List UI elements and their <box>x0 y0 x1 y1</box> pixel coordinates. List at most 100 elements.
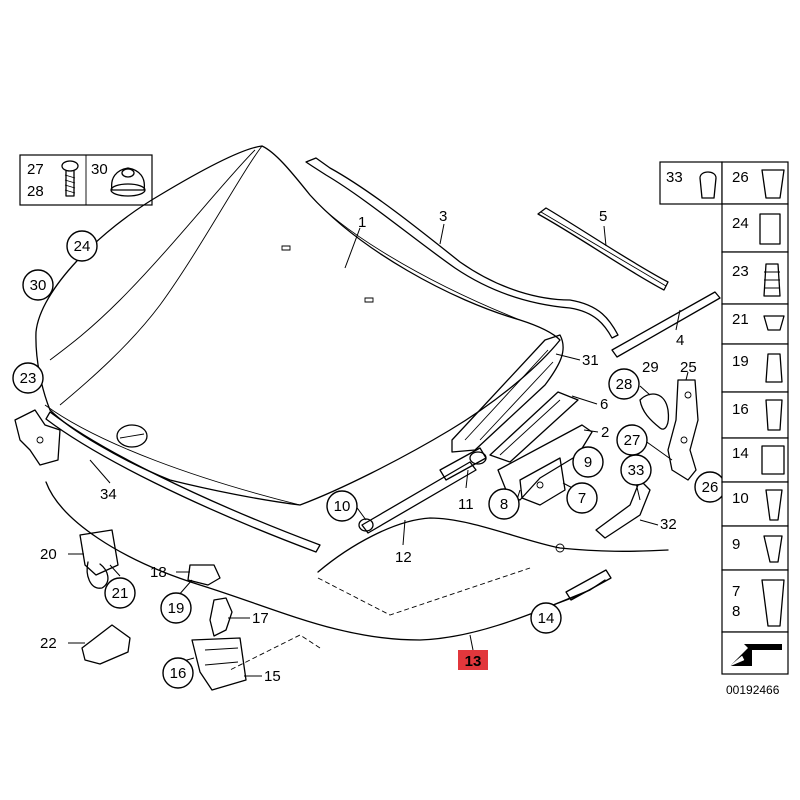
legend-label-23: 23 <box>732 263 749 280</box>
legend-label-8: 8 <box>732 603 740 620</box>
svg-text:27: 27 <box>624 432 641 449</box>
svg-text:9: 9 <box>584 454 592 471</box>
label-31: 31 <box>582 352 599 369</box>
svg-text:28: 28 <box>616 376 633 393</box>
svg-text:14: 14 <box>538 610 555 627</box>
clip-nut-icon <box>761 445 785 475</box>
rubber-buffer-icon <box>110 167 146 197</box>
diagram-number: 00192466 <box>726 683 780 697</box>
seal-strip-5 <box>537 207 669 291</box>
svg-text:10: 10 <box>334 498 351 515</box>
latch-15-16 <box>191 637 247 691</box>
expanding-rivet-icon <box>763 263 781 297</box>
svg-text:30: 30 <box>30 277 47 294</box>
label-17: 17 <box>252 610 269 627</box>
label-12: 12 <box>395 549 412 566</box>
legend-column-right: 33 26 24 23 21 19 16 14 10 <box>659 161 789 675</box>
push-rivet-icon <box>765 353 783 383</box>
label-1: 1 <box>358 214 366 231</box>
bmw-emblem-icon <box>116 424 148 448</box>
callout-7: 7 <box>566 482 598 514</box>
hood-seal-3 <box>305 157 619 339</box>
screw-icon <box>61 160 79 197</box>
legend-label-33: 33 <box>666 169 683 186</box>
screw-head-icon <box>763 315 785 331</box>
clip-18 <box>187 564 221 586</box>
latch-bracket-left <box>14 409 61 466</box>
label-3: 3 <box>439 208 447 225</box>
label-15: 15 <box>264 668 281 685</box>
svg-text:19: 19 <box>168 600 185 617</box>
stud-icon <box>765 489 783 521</box>
legend-label-14: 14 <box>732 445 749 462</box>
nut-clip-icon <box>761 169 785 199</box>
cover-31 <box>451 334 564 453</box>
legend-label-21: 21 <box>732 311 749 328</box>
hex-screw-icon <box>761 579 785 627</box>
svg-text:7: 7 <box>578 490 586 507</box>
callout-21: 21 <box>104 577 136 609</box>
label-25: 25 <box>680 359 697 376</box>
legend-label-16: 16 <box>732 401 749 418</box>
callout-26: 26 <box>694 471 726 503</box>
svg-text:8: 8 <box>500 496 508 513</box>
clip-icon <box>699 171 717 199</box>
seal-strip-34 <box>45 411 321 553</box>
clip-block-icon <box>759 213 781 245</box>
label-34: 34 <box>100 486 117 503</box>
release-cable-13 <box>45 481 612 671</box>
legend-label-10: 10 <box>732 490 749 507</box>
label-32: 32 <box>660 516 677 533</box>
buffer-22 <box>81 624 131 665</box>
seal-strip-4 <box>611 291 721 358</box>
callout-28: 28 <box>608 368 640 400</box>
legend-label-19: 19 <box>732 353 749 370</box>
callout-33: 33 <box>620 454 652 486</box>
callout-23: 23 <box>12 362 44 394</box>
callout-14: 14 <box>530 602 562 634</box>
label-6: 6 <box>600 396 608 413</box>
label-2: 2 <box>601 424 609 441</box>
callout-30: 30 <box>22 269 54 301</box>
latch-20-21 <box>79 529 119 589</box>
inset-box-top-left: 27 28 30 <box>19 154 153 206</box>
callout-9: 9 <box>572 446 604 478</box>
inset-label-30: 30 <box>91 161 108 178</box>
inset-label-27: 27 <box>27 161 44 178</box>
legend-label-24: 24 <box>732 215 749 232</box>
callout-10: 10 <box>326 490 358 522</box>
label-29: 29 <box>642 359 659 376</box>
callout-8: 8 <box>488 488 520 520</box>
legend-label-7: 7 <box>732 583 740 600</box>
highlighted-label-13: 13 <box>458 650 488 670</box>
svg-text:16: 16 <box>170 665 187 682</box>
release-cable-12 <box>317 517 669 616</box>
svg-text:23: 23 <box>20 370 37 387</box>
svg-text:13: 13 <box>465 653 482 670</box>
label-11: 11 <box>458 496 474 513</box>
hinge-arm-25 <box>667 379 699 481</box>
legend-label-26: 26 <box>732 169 749 186</box>
rubber-stop-29 <box>639 393 670 430</box>
bracket-32 <box>595 479 651 539</box>
legend-label-9: 9 <box>732 536 740 553</box>
label-22: 22 <box>40 635 57 652</box>
callout-16: 16 <box>162 657 194 689</box>
bracket-6 <box>489 391 579 463</box>
label-18: 18 <box>150 564 167 581</box>
svg-text:26: 26 <box>702 479 719 496</box>
hex-bolt-icon <box>763 535 783 563</box>
svg-text:24: 24 <box>74 238 91 255</box>
label-4: 4 <box>676 332 684 349</box>
gas-strut-11 <box>358 447 487 534</box>
svg-text:21: 21 <box>112 585 129 602</box>
svg-text:33: 33 <box>628 462 645 479</box>
label-20: 20 <box>40 546 57 563</box>
callout-19: 19 <box>160 592 192 624</box>
bolt-icon <box>765 399 783 431</box>
label-5: 5 <box>599 208 607 225</box>
inset-label-28: 28 <box>27 183 44 200</box>
cable-guide-17 <box>209 597 233 637</box>
callout-24: 24 <box>66 230 98 262</box>
